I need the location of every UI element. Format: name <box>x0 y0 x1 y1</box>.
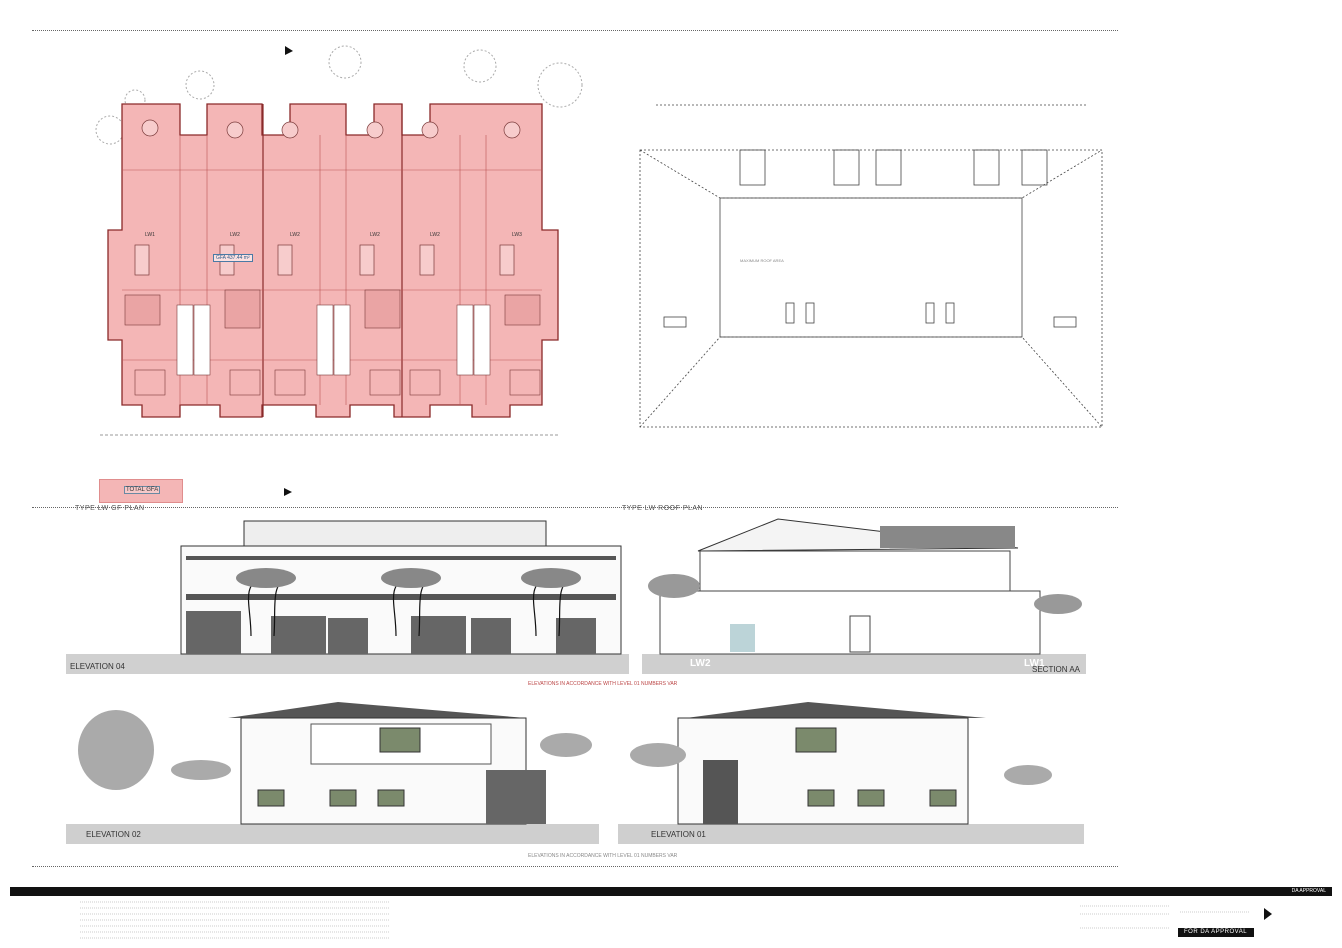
unit-label-lw2-a: LW2 <box>230 232 240 238</box>
lw2-label: LW2 <box>690 658 711 669</box>
unit-label-lw2-d: LW2 <box>430 232 440 238</box>
section-aa-drawing <box>642 518 1086 674</box>
gfa-footprint <box>107 103 559 418</box>
title-block-bar-text: DA APPROVAL <box>1291 888 1326 894</box>
unit-label-lw3: LW3 <box>512 232 522 238</box>
unit-label-lw2-c: LW2 <box>370 232 380 238</box>
total-gfa-legend: TOTAL GFA <box>99 479 183 503</box>
elevation-01-drawing <box>618 702 1084 844</box>
for-da-approval-stamp: FOR DA APPROVAL <box>1178 928 1254 937</box>
ground-floor-plan <box>95 45 583 436</box>
north-arrow-icon <box>285 46 293 55</box>
elevation-01-label: ELEVATION 01 <box>651 830 706 839</box>
elevation-04-drawing <box>66 520 629 674</box>
mid-frame-line <box>32 507 1118 508</box>
roof-plan-title: TYPE LW ROOF PLAN <box>622 505 704 512</box>
top-frame-line <box>32 30 1118 31</box>
title-block-bar: DA APPROVAL <box>10 887 1332 896</box>
roof-plan <box>639 104 1103 428</box>
stamp-text: FOR DA APPROVAL <box>1184 929 1248 935</box>
elevation-04-label: ELEVATION 04 <box>70 662 125 671</box>
unit-label-lw1: LW1 <box>145 232 155 238</box>
elevations-note-upper: ELEVATIONS IN ACCORDANCE WITH LEVEL 01 N… <box>528 681 678 687</box>
total-gfa-label: TOTAL GFA <box>124 486 161 494</box>
elevation-02-drawing <box>66 702 599 844</box>
gf-plan-title: TYPE LW GF PLAN <box>75 505 145 512</box>
elevation-02-label: ELEVATION 02 <box>86 830 141 839</box>
lw1-label: LW1 <box>1024 658 1045 669</box>
elevations-note-lower: ELEVATIONS IN ACCORDANCE WITH LEVEL 01 N… <box>528 853 678 859</box>
section-aa-label: SECTION AA <box>1032 665 1081 674</box>
title-block-lines <box>80 901 1272 939</box>
north-point-icon <box>1264 908 1272 920</box>
north-arrow-icon <box>284 488 292 496</box>
bottom-frame-line <box>32 866 1118 867</box>
gfa-area-tag: GFA 437.44 m² <box>213 254 253 262</box>
unit-label-lw2-b: LW2 <box>290 232 300 238</box>
roof-area-label: MAXIMUM ROOF AREA <box>740 258 784 263</box>
